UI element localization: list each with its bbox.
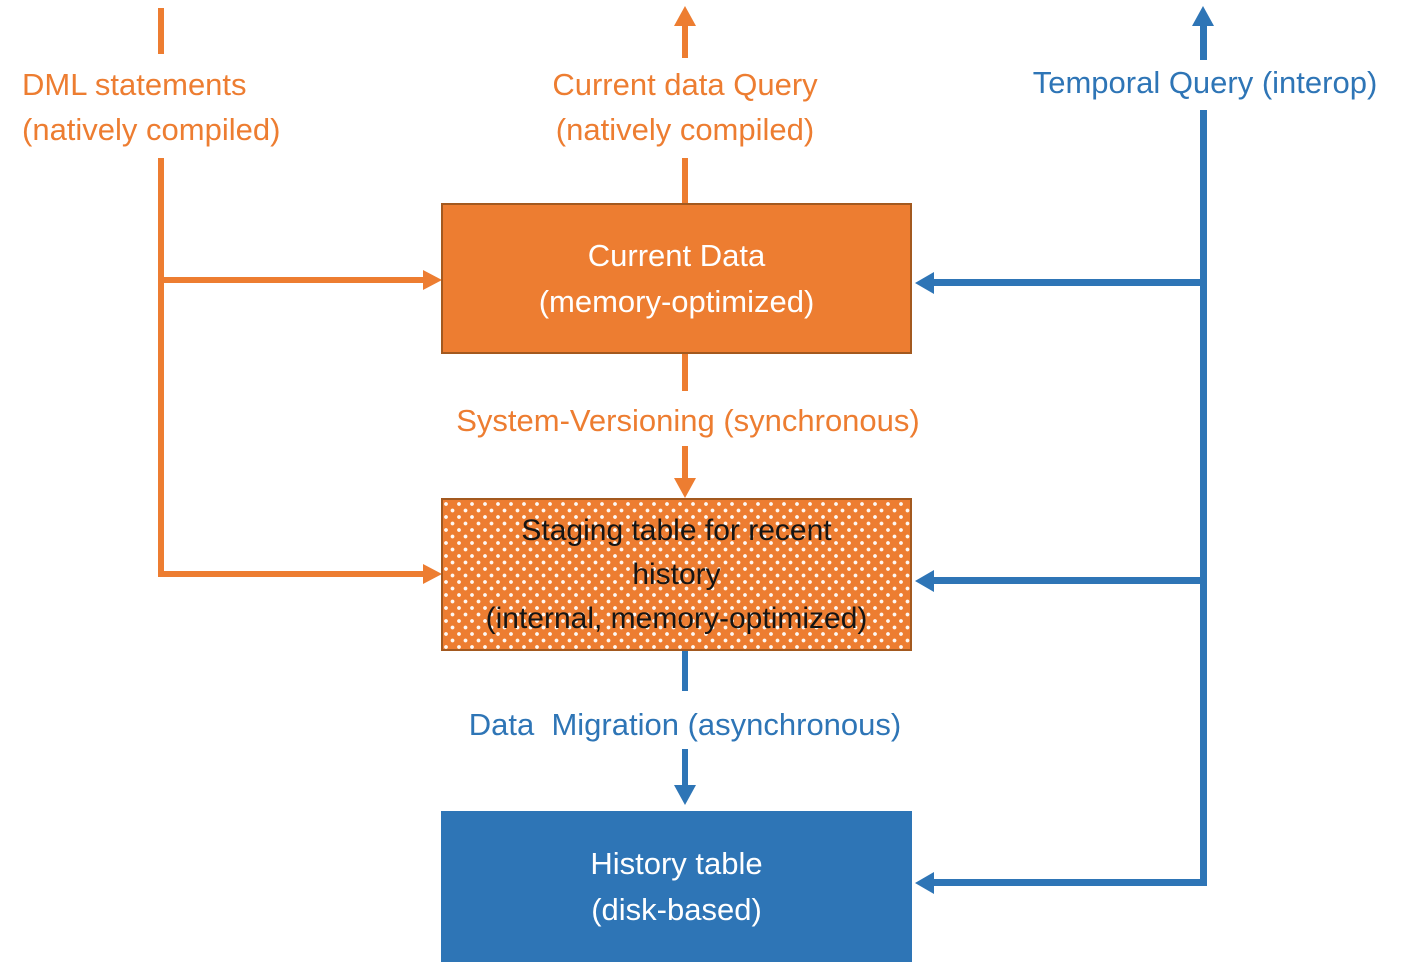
- current-query-label-line1: Current data Query: [552, 67, 818, 102]
- connector-query-to-current-box: [682, 158, 688, 203]
- arrow-temporal-to-current-data-head: [915, 272, 934, 294]
- staging-table-box: Staging table for recent history (intern…: [441, 498, 912, 651]
- arrow-up-current-query-head: [674, 6, 696, 26]
- dml-label-line2: (natively compiled): [22, 112, 281, 147]
- history-table-box-line1: History table: [590, 845, 763, 881]
- current-query-label: Current data Query (natively compiled): [552, 62, 817, 152]
- current-data-box-line1: Current Data: [587, 237, 766, 273]
- arrow-temporal-to-staging-head: [915, 570, 934, 592]
- current-data-box: Current Data (memory-optimized): [441, 203, 912, 354]
- arrow-temporal-to-history-shaft: [934, 879, 1207, 886]
- arrow-temporal-to-history-head: [915, 872, 934, 894]
- arrow-migration-to-history-head: [674, 785, 696, 805]
- dml-connector-main: [158, 158, 164, 577]
- staging-table-box-line2: history: [632, 557, 721, 591]
- connector-current-box-to-versioning: [682, 354, 688, 391]
- arrow-dml-to-current-data-head: [423, 270, 442, 290]
- dml-label-line1: DML statements: [22, 67, 247, 102]
- arrow-up-temporal-query-shaft: [1200, 25, 1207, 60]
- arrow-temporal-to-staging-shaft: [934, 577, 1200, 584]
- arrow-up-temporal-query-head: [1192, 6, 1214, 26]
- temporal-connector-main: [1200, 110, 1207, 886]
- arrow-dml-to-current-data-shaft: [164, 277, 423, 283]
- connector-staging-to-migration: [682, 651, 688, 691]
- data-migration-label: Data Migration (asynchronous): [468, 707, 902, 742]
- history-table-box: History table (disk-based): [441, 811, 912, 962]
- current-query-label-line2: (natively compiled): [555, 112, 815, 147]
- history-table-box-line2: (disk-based): [591, 891, 762, 927]
- arrow-migration-to-history-shaft: [682, 749, 688, 786]
- arrow-dml-to-staging-head: [423, 564, 442, 584]
- dml-connector-top: [158, 8, 164, 54]
- temporal-query-label: Temporal Query (interop): [1032, 65, 1378, 100]
- arrow-up-current-query-shaft: [682, 25, 688, 58]
- current-data-box-line2: (memory-optimized): [538, 283, 815, 319]
- dml-label: DML statements (natively compiled): [22, 62, 280, 152]
- system-versioning-label: System-Versioning (synchronous): [456, 403, 920, 438]
- arrow-temporal-to-current-data-shaft: [934, 279, 1200, 286]
- arrow-versioning-to-staging-head: [674, 478, 696, 498]
- arrow-dml-to-staging-shaft: [164, 571, 423, 577]
- staging-table-box-line1: Staging table for recent: [521, 513, 832, 547]
- staging-table-box-line3: (internal, memory-optimized): [485, 601, 868, 635]
- arrow-versioning-to-staging-shaft: [682, 446, 688, 479]
